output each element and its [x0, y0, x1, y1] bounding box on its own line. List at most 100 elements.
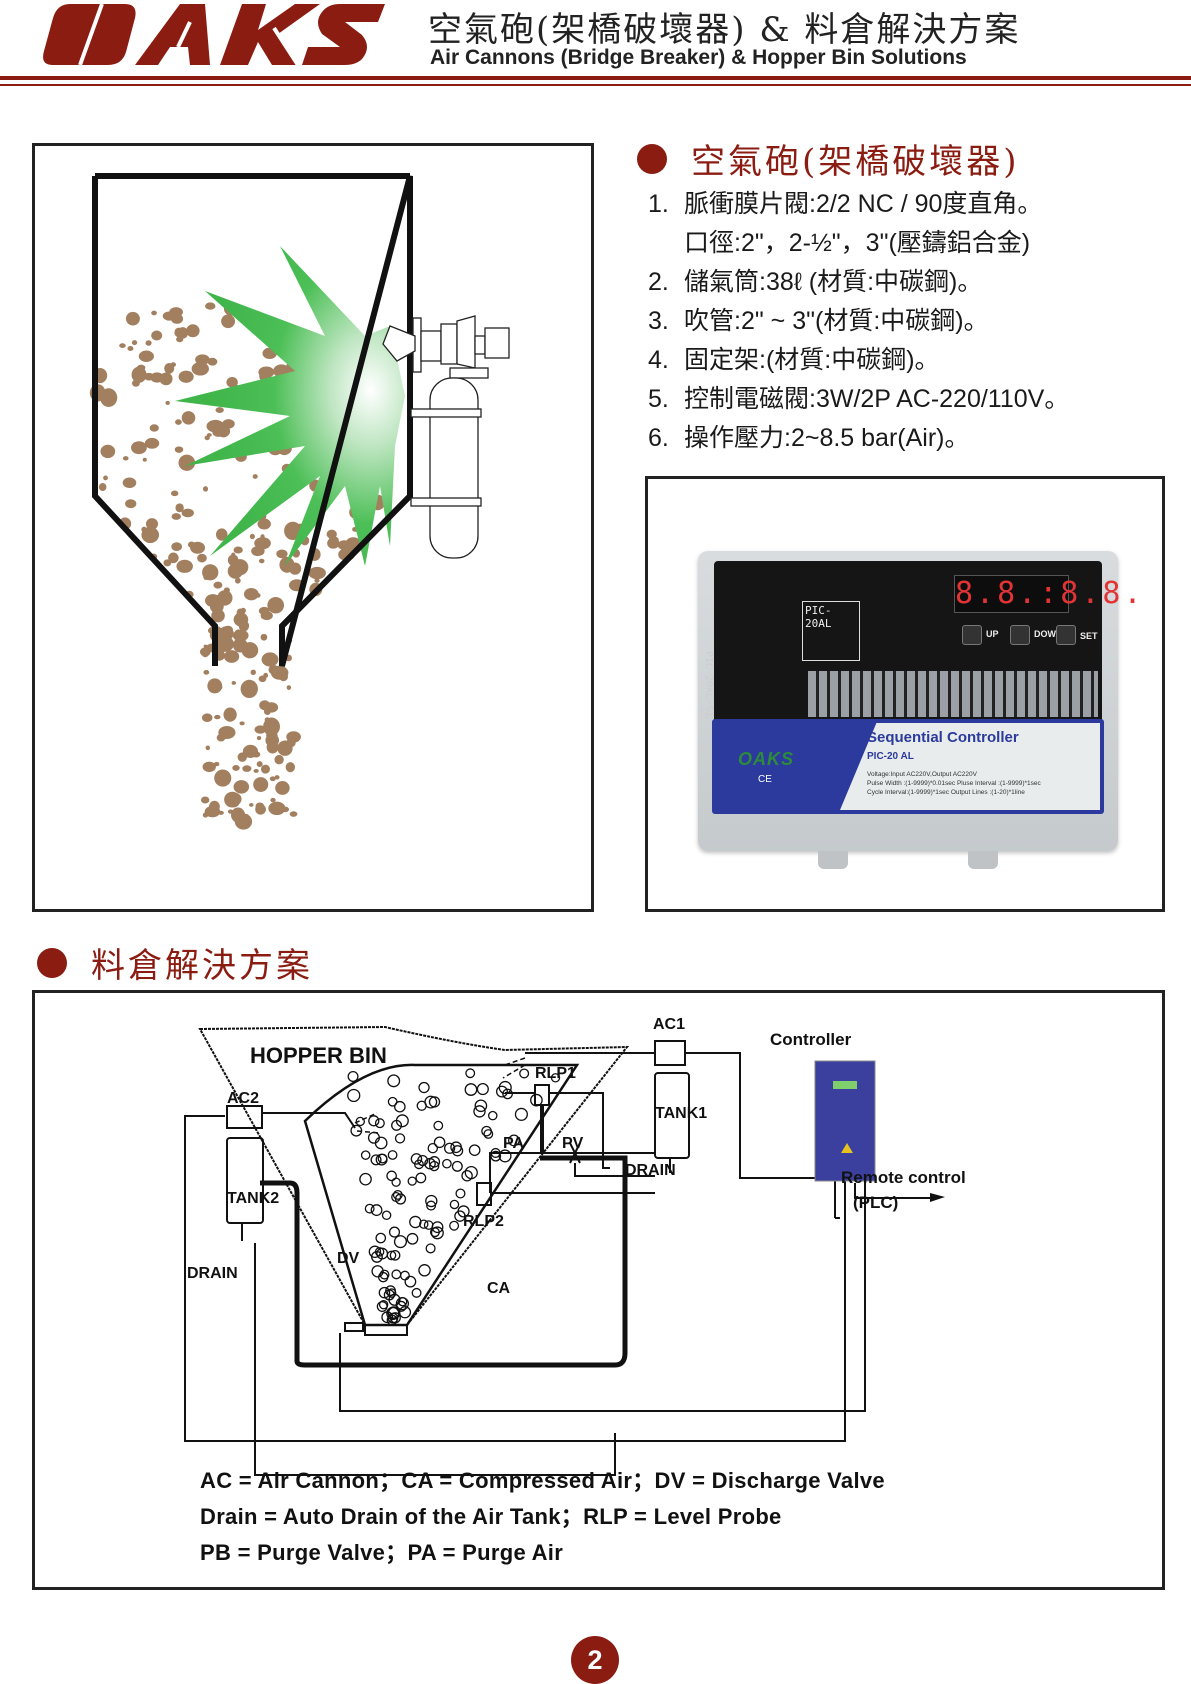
- pebble: [530, 1093, 543, 1107]
- particle: [127, 345, 134, 352]
- pebble: [391, 1269, 402, 1280]
- pebble: [368, 1245, 382, 1259]
- legend-line: Drain = Auto Drain of the Air Tank；RLP =…: [200, 1504, 782, 1529]
- particle: [243, 587, 259, 601]
- particle: [253, 768, 259, 773]
- label-plc: (PLC): [853, 1193, 898, 1212]
- pebble: [388, 1226, 401, 1238]
- particle: [233, 780, 250, 794]
- particle: [265, 733, 280, 747]
- particle: [122, 477, 137, 489]
- particle: [215, 407, 224, 414]
- abbreviation-legend: AC = Air Cannon；CA = Compressed Air；DV =…: [200, 1463, 885, 1571]
- seven-segment-display: 8.8.:8.8.: [954, 575, 1145, 613]
- pebble: [355, 1116, 365, 1127]
- plate-model: PIC-20 AL: [867, 751, 914, 762]
- particle: [215, 528, 228, 541]
- pebble: [498, 1080, 512, 1095]
- particle: [249, 533, 255, 540]
- particle: [173, 313, 180, 319]
- pebble: [374, 1136, 388, 1150]
- particle: [131, 441, 147, 455]
- particle: [176, 559, 193, 573]
- label-remote-control: Remote control: [841, 1168, 966, 1187]
- down-button-icon: [1010, 625, 1030, 645]
- section-title: 料倉解決方案: [91, 946, 313, 986]
- hopper-outline: [198, 1025, 630, 1326]
- particle: [226, 376, 238, 388]
- particle: [205, 302, 216, 310]
- board-label: PIC-20AL: [802, 601, 860, 661]
- sequential-controller-photo: PIC-20AL-S1 PIC-20AL 8.8.:8.8. UP DOWN S…: [698, 551, 1145, 869]
- particle: [258, 519, 266, 526]
- particle: [260, 764, 270, 774]
- pebble: [502, 1088, 513, 1100]
- particle: [242, 765, 252, 772]
- particle: [131, 340, 138, 346]
- pebble: [386, 1170, 397, 1182]
- particle: [289, 562, 302, 575]
- pebble: [498, 1149, 512, 1163]
- header-title-zh: 空氣砲(架橋破壞器) & 料倉解決方案: [428, 10, 1021, 50]
- particle: [149, 424, 159, 432]
- particle: [181, 411, 196, 425]
- particle: [122, 456, 129, 461]
- pebble: [461, 1170, 473, 1182]
- particle: [234, 813, 253, 830]
- logo-letter-a: [135, 4, 210, 65]
- particle: [206, 433, 212, 437]
- particle: [213, 761, 220, 767]
- particle: [276, 549, 288, 559]
- particle: [175, 419, 182, 425]
- label-ac2: AC2: [227, 1090, 259, 1107]
- particle: [202, 761, 216, 773]
- particle: [98, 483, 107, 492]
- label-hopper-bin: HOPPER BIN: [250, 1043, 387, 1068]
- header-rule-thin: [0, 84, 1191, 86]
- particle: [164, 363, 175, 374]
- pebble: [457, 1205, 470, 1218]
- air-cannon-illustration: [32, 143, 594, 912]
- label-controller: Controller: [770, 1030, 852, 1049]
- particle: [238, 620, 250, 632]
- particle: [151, 310, 157, 316]
- particle: [289, 811, 298, 817]
- terminal-blocks: [808, 671, 1098, 717]
- pebble: [395, 1114, 409, 1128]
- plate-title: Sequential Controller: [867, 729, 1019, 746]
- pebble: [410, 1153, 423, 1165]
- particle: [206, 419, 225, 433]
- particle: [205, 745, 211, 751]
- particle: [199, 647, 211, 657]
- pebble: [465, 1068, 476, 1079]
- header-title-en: Air Cannons (Bridge Breaker) & Hopper Bi…: [430, 46, 967, 69]
- particle: [232, 637, 248, 653]
- board-id-vertical: PIC-20AL-S1: [703, 651, 714, 718]
- label-drain-1: DRAIN: [625, 1162, 676, 1179]
- legend-line: AC = Air Cannon；CA = Compressed Air；DV =…: [200, 1468, 885, 1493]
- controller-photo-frame: PIC-20AL-S1 PIC-20AL 8.8.:8.8. UP DOWN S…: [645, 476, 1165, 912]
- pebble: [378, 1286, 391, 1299]
- hopper-schematic: HOPPER BIN AC1 AC2 TANK1 TANK2 RLP1 RLP2…: [184, 1016, 966, 1476]
- pebble: [394, 1100, 406, 1113]
- label-ac1: AC1: [653, 1016, 685, 1033]
- pebble: [425, 1194, 438, 1208]
- pebble: [443, 1142, 456, 1154]
- particle: [125, 499, 137, 509]
- particle: [240, 679, 258, 699]
- particle: [125, 311, 140, 326]
- up-button-icon: [962, 625, 982, 645]
- label-pa: PA: [503, 1135, 524, 1152]
- particle: [277, 740, 293, 756]
- particle: [260, 633, 268, 641]
- particle: [209, 598, 224, 614]
- cable-gland: [968, 851, 998, 869]
- particle: [258, 558, 265, 564]
- pebble: [350, 1124, 363, 1137]
- particle: [151, 330, 163, 341]
- particle: [168, 552, 179, 564]
- particle: [213, 581, 223, 589]
- arrow-icon: [930, 1193, 945, 1202]
- pebble: [387, 1150, 398, 1160]
- spec-item: 2.儲氣筒:38ℓ (材質:中碳鋼)。: [648, 268, 983, 296]
